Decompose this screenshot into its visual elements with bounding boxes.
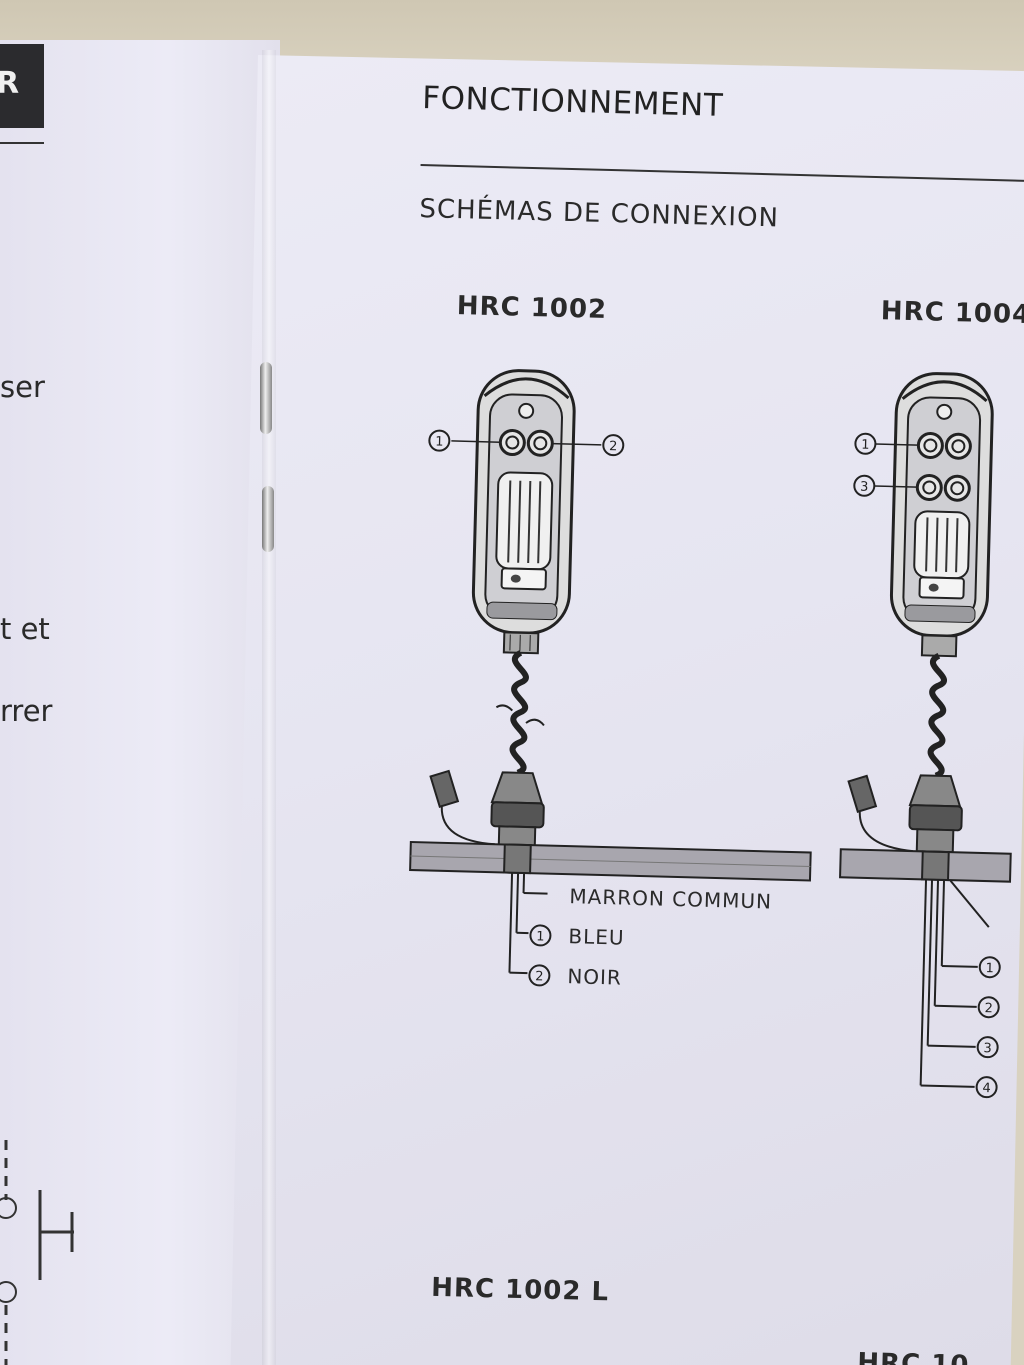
model-label: HRC 1002 [456, 291, 608, 325]
wire-label: BLEU [568, 924, 625, 950]
svg-text:1: 1 [861, 438, 870, 453]
callout-number: 3 [853, 474, 876, 497]
left-page [0, 40, 280, 1365]
callout-number: 2 [602, 434, 625, 457]
svg-text:1: 1 [985, 961, 994, 976]
wire-number: 1 [978, 956, 1001, 979]
wire-label: NOIR [567, 964, 623, 990]
wire-number: 1 [529, 924, 552, 947]
svg-text:2: 2 [984, 1001, 993, 1016]
left-text-fragment: ser [0, 370, 45, 404]
svg-text:4: 4 [982, 1081, 991, 1096]
staple [262, 486, 274, 552]
svg-text:3: 3 [983, 1041, 992, 1056]
left-text-fragment: t et [0, 612, 50, 646]
page-title: FONCTIONNEMENT [421, 80, 724, 124]
remote-diagram-1002 [409, 369, 812, 975]
left-switch-symbol [0, 1140, 74, 1365]
section-subtitle: SCHÉMAS DE CONNEXION [419, 194, 780, 234]
section-tab: R [0, 44, 44, 128]
wire-number: 2 [528, 964, 551, 987]
left-text-fragment: rrer [0, 694, 53, 728]
wire-number: 2 [977, 996, 1000, 1019]
model-label: HRC 10 [856, 1347, 970, 1365]
title-rule [420, 164, 1024, 183]
model-label: HRC 1004 [880, 296, 1024, 331]
svg-text:3: 3 [860, 480, 869, 495]
model-label: HRC 1002 L [430, 1272, 610, 1308]
svg-text:2: 2 [535, 969, 544, 984]
svg-text:1: 1 [435, 435, 444, 450]
callout-number: 1 [428, 429, 451, 452]
wire-number: 3 [976, 1036, 999, 1059]
remote-diagram-1004 [839, 372, 1012, 1088]
svg-text:2: 2 [609, 439, 618, 454]
svg-text:1: 1 [536, 929, 545, 944]
left-page-rule [0, 142, 44, 144]
callout-number: 1 [854, 432, 877, 455]
staple [260, 362, 272, 434]
wire-number: 4 [975, 1076, 998, 1099]
